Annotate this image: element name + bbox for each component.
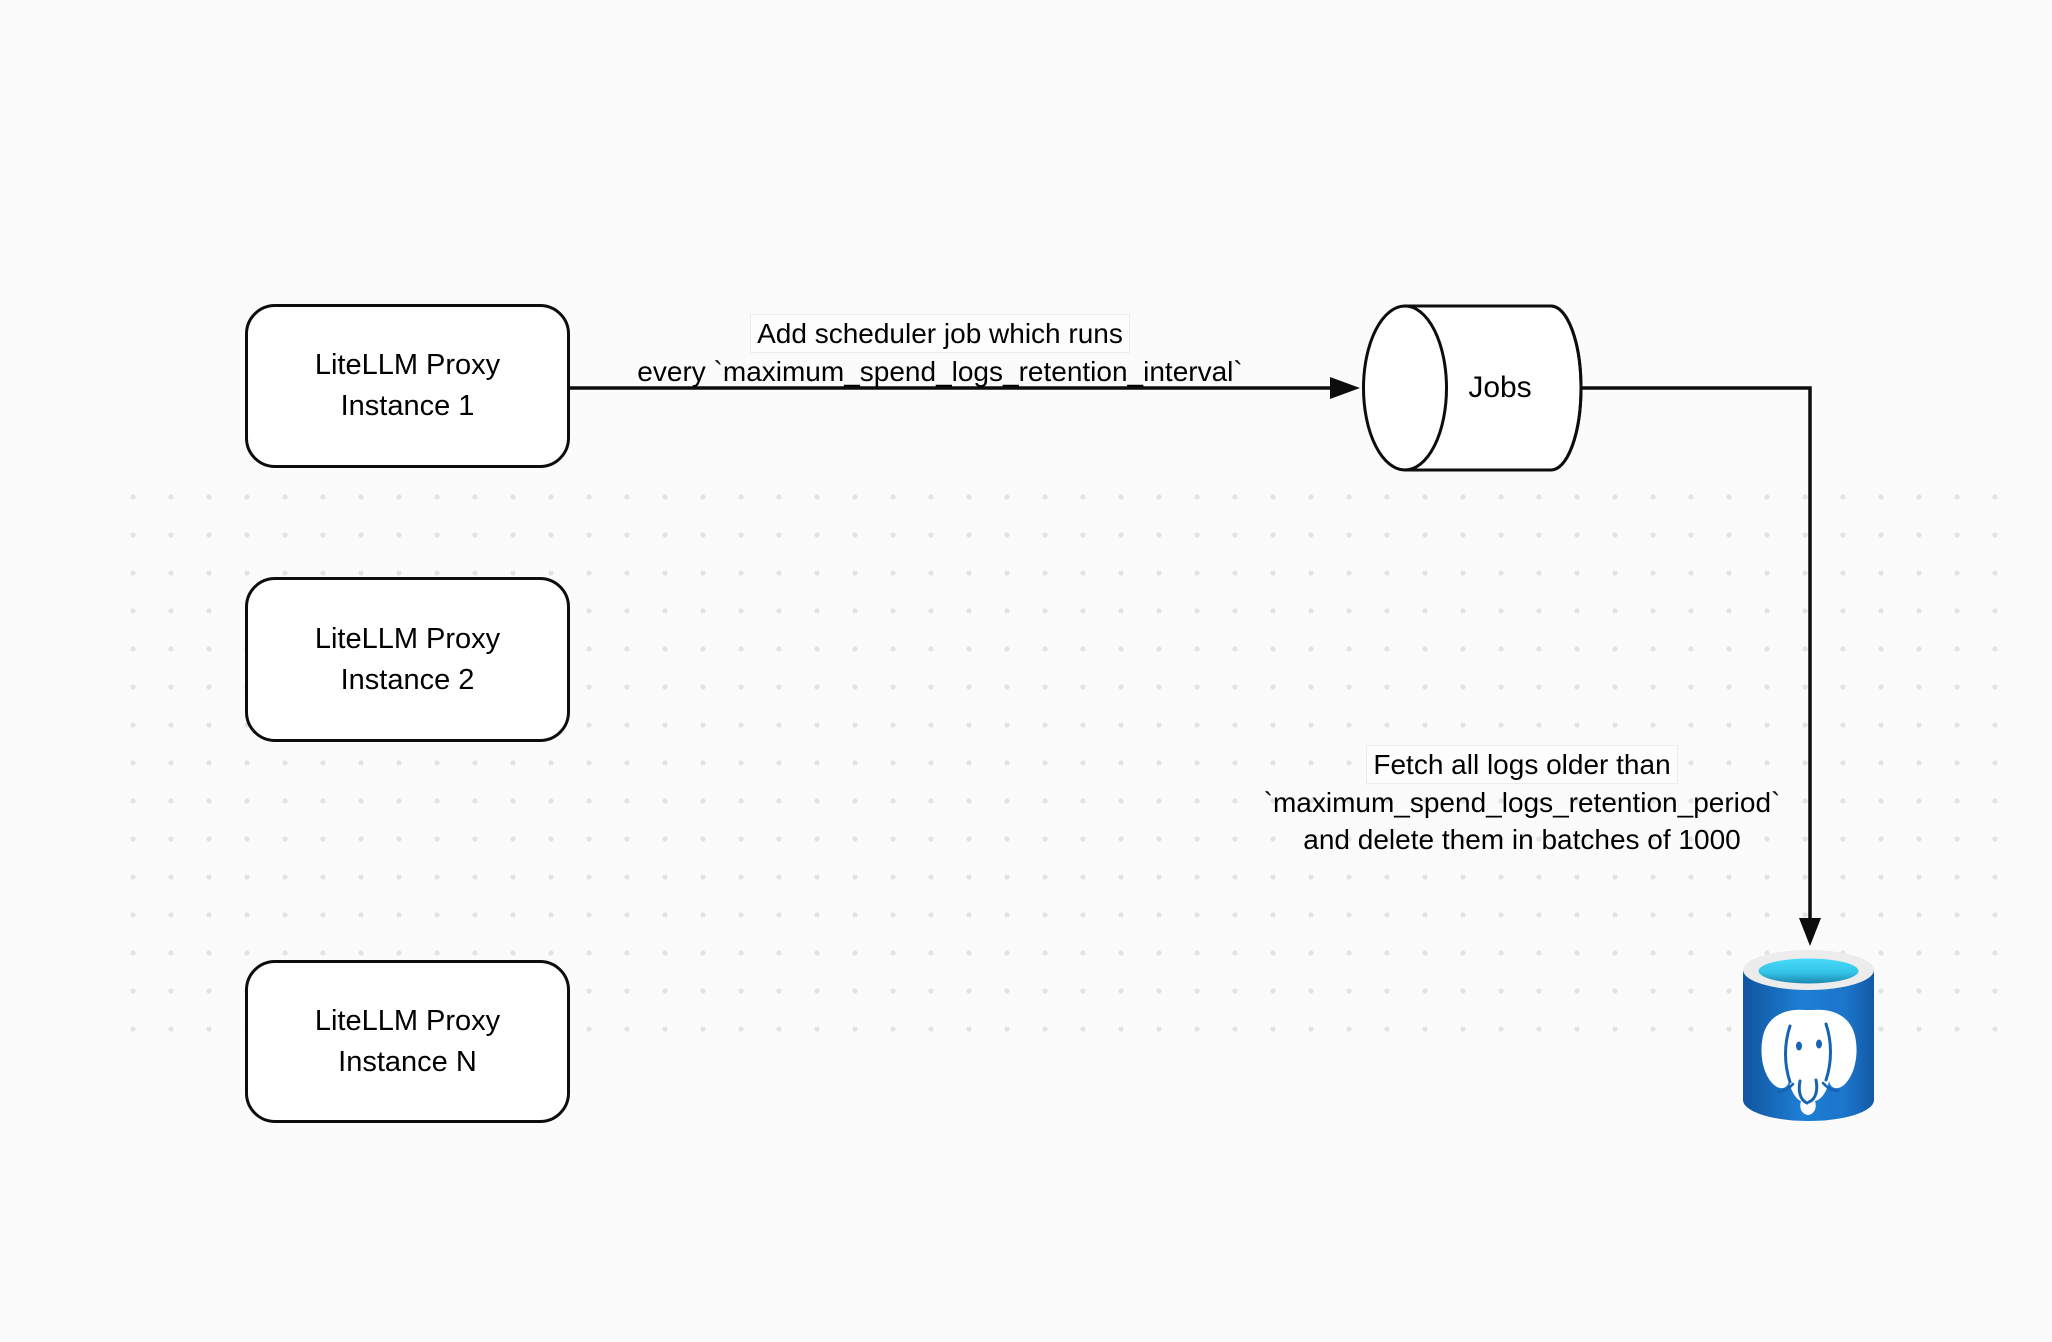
node-label: Instance 2: [340, 663, 475, 696]
edge-scheduler-arrow: [570, 377, 1360, 399]
node-jobs-cylinder-shape[interactable]: [1362, 304, 1583, 472]
node-jobs-label: Jobs: [1468, 371, 1532, 404]
edge-label-line: every `maximum_spend_logs_retention_inte…: [637, 356, 1243, 387]
arrowhead-icon: [1330, 377, 1360, 399]
node-litellm-proxy-instance-n[interactable]: LiteLLM Proxy Instance N: [245, 960, 570, 1123]
node-label: LiteLLM Proxy: [314, 1004, 501, 1037]
postgres-elephant-glyph: [1761, 1009, 1857, 1115]
node-label: Instance 1: [340, 390, 475, 422]
edge-cleanup-arrow: [1581, 386, 1821, 946]
postgresql-database-icon[interactable]: [1743, 950, 1874, 1121]
arrowhead-icon: [1799, 918, 1821, 946]
postgres-rim-inner: [1758, 958, 1859, 984]
node-label: LiteLLM Proxy: [314, 349, 501, 381]
edge-label-line: and delete them in batches of 1000: [1303, 824, 1741, 855]
edge-label-line: `maximum_spend_logs_retention_period`: [1263, 787, 1781, 818]
edge-label-scheduler: Add scheduler job which runs every `maxi…: [590, 314, 1290, 390]
edge-label-line: Add scheduler job which runs: [750, 314, 1130, 353]
node-litellm-proxy-instance-2[interactable]: LiteLLM Proxy Instance 2: [245, 577, 570, 742]
node-litellm-proxy-instance-1[interactable]: LiteLLM Proxy Instance 1: [245, 304, 570, 468]
node-label: LiteLLM Proxy: [314, 622, 501, 655]
edge-label-line: Fetch all logs older than: [1366, 745, 1678, 784]
edge-label-cleanup: Fetch all logs older than `maximum_spend…: [1172, 745, 1872, 858]
node-label: Instance N: [338, 1045, 477, 1078]
